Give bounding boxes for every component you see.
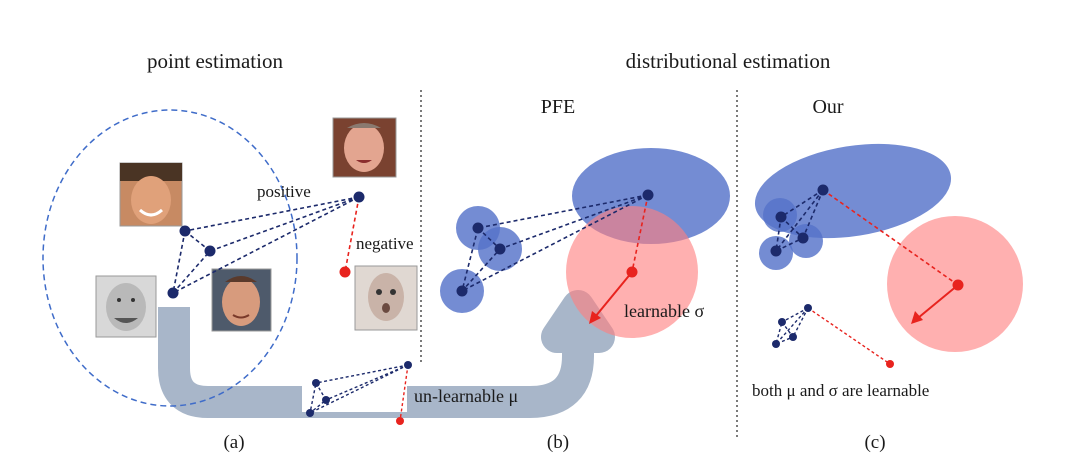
point-c3 — [770, 245, 782, 257]
small-cluster-center — [306, 361, 412, 425]
identity-circle — [42, 109, 298, 407]
point-negative-a — [339, 266, 351, 278]
point-b1 — [472, 222, 484, 234]
small-cluster-c — [772, 304, 894, 368]
heading-distributional-estimation: distributional estimation — [626, 49, 831, 73]
point-embeddings-a — [171, 196, 360, 296]
point-negative-c — [952, 279, 964, 291]
face-image-top — [119, 162, 183, 227]
face-image-positive — [332, 117, 397, 178]
sigma-arrowhead-c — [911, 311, 923, 324]
face-image-bottom-left — [95, 275, 157, 338]
caption-a: (a) — [223, 432, 244, 453]
label-negative: negative — [356, 234, 414, 253]
point-positive-c — [817, 184, 829, 196]
sigma-arrow-b — [594, 271, 633, 318]
face-image-middle — [211, 268, 272, 332]
label-both-learnable: both μ and σ are learnable — [752, 381, 929, 400]
point-b3 — [456, 285, 468, 297]
point-c2 — [797, 232, 809, 244]
sigma-arrowhead-b — [589, 311, 601, 324]
caption-c: (c) — [864, 432, 885, 453]
point-c1 — [775, 211, 787, 223]
title-our: Our — [812, 96, 843, 118]
point-a3 — [167, 287, 179, 299]
sigma-arrow-c — [917, 284, 959, 319]
point-embeddings-c — [774, 189, 824, 253]
point-positive-b — [642, 189, 654, 201]
heading-point-estimation: point estimation — [147, 49, 283, 73]
label-positive: positive — [257, 182, 311, 201]
point-a2 — [204, 245, 216, 257]
label-unlearnable-mu: un-learnable μ — [414, 386, 518, 406]
point-a1 — [179, 225, 191, 237]
label-learnable-sigma: learnable σ — [624, 301, 704, 321]
point-embeddings-b — [461, 194, 649, 292]
negative-link-b — [631, 194, 649, 273]
point-negative-b — [626, 266, 638, 278]
face-image-negative — [354, 265, 418, 331]
caption-b: (b) — [547, 432, 569, 453]
negative-link-a — [344, 196, 360, 273]
transition-arrow — [158, 290, 615, 418]
point-b2 — [494, 243, 506, 255]
point-positive-a — [353, 191, 365, 203]
title-pfe: PFE — [541, 96, 575, 118]
